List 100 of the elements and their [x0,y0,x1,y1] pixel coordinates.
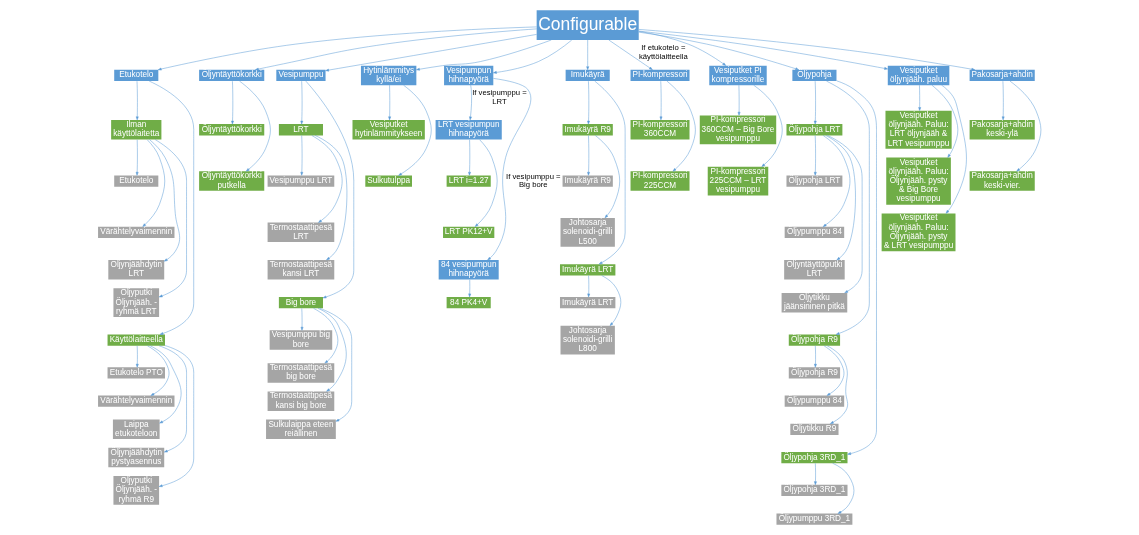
arrow [666,80,696,172]
arrow [388,84,391,121]
arrow [314,135,348,261]
node-box: Vesiputket öljynjääh. Paluu: Öljynjääh. pysty & LRT vesipumppu [881,213,956,252]
node-box: 84 vesipumpun hihnapyörä [438,260,499,280]
arrow [827,135,863,294]
node-box: Termostaattipesä LRT [267,222,335,243]
node-box: Johtosarja solenoidi-grilli L500 [560,218,615,247]
node-box: Termostaattipesä big bore [267,363,335,383]
arrow [142,139,166,227]
node-box: Öljyntäyttökorkki putkella [199,171,265,191]
arrow [813,80,817,125]
node-box: Öljypohja 3RD_1 [781,451,848,464]
arrow [300,308,304,331]
node-box: Laippa etukoteloon [112,419,160,440]
node-box: PI-kompressori 360CCM – Big Bore vesipumppu [699,115,777,145]
arrow [149,139,180,262]
arrow [469,84,472,121]
arrow [468,139,471,176]
node-box: Vesipumppu LRT [267,175,335,187]
arrow [231,80,234,125]
arrow [239,80,271,172]
arrow [319,308,352,422]
node-box: Värähtelyvaimennin [98,226,175,238]
node-box: Sulkutulppa [365,175,412,187]
node-box: Etukotelo [114,69,159,82]
node-box: Öljypumppu 84 [784,226,845,238]
node-box: Vesipumpun hihnapyörä [444,65,494,86]
arrow [416,39,552,71]
arrow [753,85,783,167]
node-box: Pakosarja+ahdin keski-vier. [969,171,1035,191]
node-box: Öljypumppu 3RD_1 [776,513,853,525]
arrow [305,80,355,299]
node-box: Imukäyrä [565,69,610,82]
arrow [493,39,572,74]
node-box: Vesipumppu big bore [269,330,333,350]
node-box: Vesiputket hytinlämmitykseen [352,120,425,140]
arrow [638,30,888,70]
arrow [814,463,817,485]
arrow [941,84,967,214]
arrow [586,39,590,70]
arrow [398,85,432,176]
arrow [135,139,139,176]
arrow [158,345,187,453]
arrow [311,135,343,223]
node-box: Imukäyrä LRT [560,297,616,309]
node-box: Hytinlämmitys kyllä/ei [360,65,417,86]
node-box: PI-kompressori 225CCM [630,171,690,191]
node-box: LRT PK12+V [443,226,495,238]
arrow [813,135,817,176]
node-box: LRT i=1.27 [446,175,491,187]
arrow [594,80,626,265]
node-box: Öljypohja LRT [786,175,843,187]
node-box: 84 PK4+V [446,297,491,309]
arrow [255,28,537,71]
node-box: PI-kompressori [630,69,690,82]
node-box: Öljypumppu 84 [784,395,845,407]
node-box: Öljyntäyttökorkki [199,124,265,136]
arrow [638,29,976,71]
arrow [823,345,845,396]
node-box: PI-kompressori 225CCM – LRT vesipumppu [707,166,769,196]
node-box: LRT vesipumpun hihnapyörä [435,120,502,140]
node-box: Vesiputket öljynjääh. paluu [887,65,950,86]
node-box: Ilman käyttölaitetta [111,120,162,140]
node-box: Sulkulaippa eteen reiällinen [266,419,336,440]
node-box: Vesipumppu [276,69,326,82]
arrow [659,80,663,121]
arrow [147,345,170,396]
arrow [149,345,182,424]
arrow [154,139,187,298]
arrow [487,78,532,261]
node-box: Vesiputket öljynjääh. Paluu: Öljynjääh. pysty & Big Bore vesipumppu [886,157,951,205]
node-box: Öljynjäähdytin LRT [108,260,165,280]
arrow [595,135,620,219]
node-box: LRT [278,124,323,136]
arrow [587,275,591,298]
arrow [814,345,817,368]
arrow [135,80,139,121]
node-box: Termostaattipesä kansi LRT [267,260,335,280]
arrow [1001,80,1005,121]
arrow [822,135,851,227]
arrow [587,80,590,125]
node-box: Öljypohja R9 [788,367,841,379]
arrow [300,80,304,125]
node-box: Vesiputket öljynjääh. Paluu: LRT öljynjääh & LRT vesipumppu [885,110,952,149]
arrow [157,26,537,71]
node-box: Öljyntäyttöputki LRT [784,260,845,280]
arrow [826,80,870,335]
arrow [313,308,339,364]
arrow [300,135,304,176]
arrow [826,345,848,424]
arrow [931,84,959,158]
node-box: Imukäyrä R9 [562,175,613,187]
node-box: Termostaattipesä kansi big bore [267,391,335,411]
arrow [601,275,622,326]
node-box: PI-kompressori 360CCM [630,120,690,140]
node-box: Pakosarja+ahdin keski-ylä [969,120,1035,140]
arrow [474,139,498,227]
node-box: Etukotelo [114,175,159,187]
arrow [148,80,194,335]
